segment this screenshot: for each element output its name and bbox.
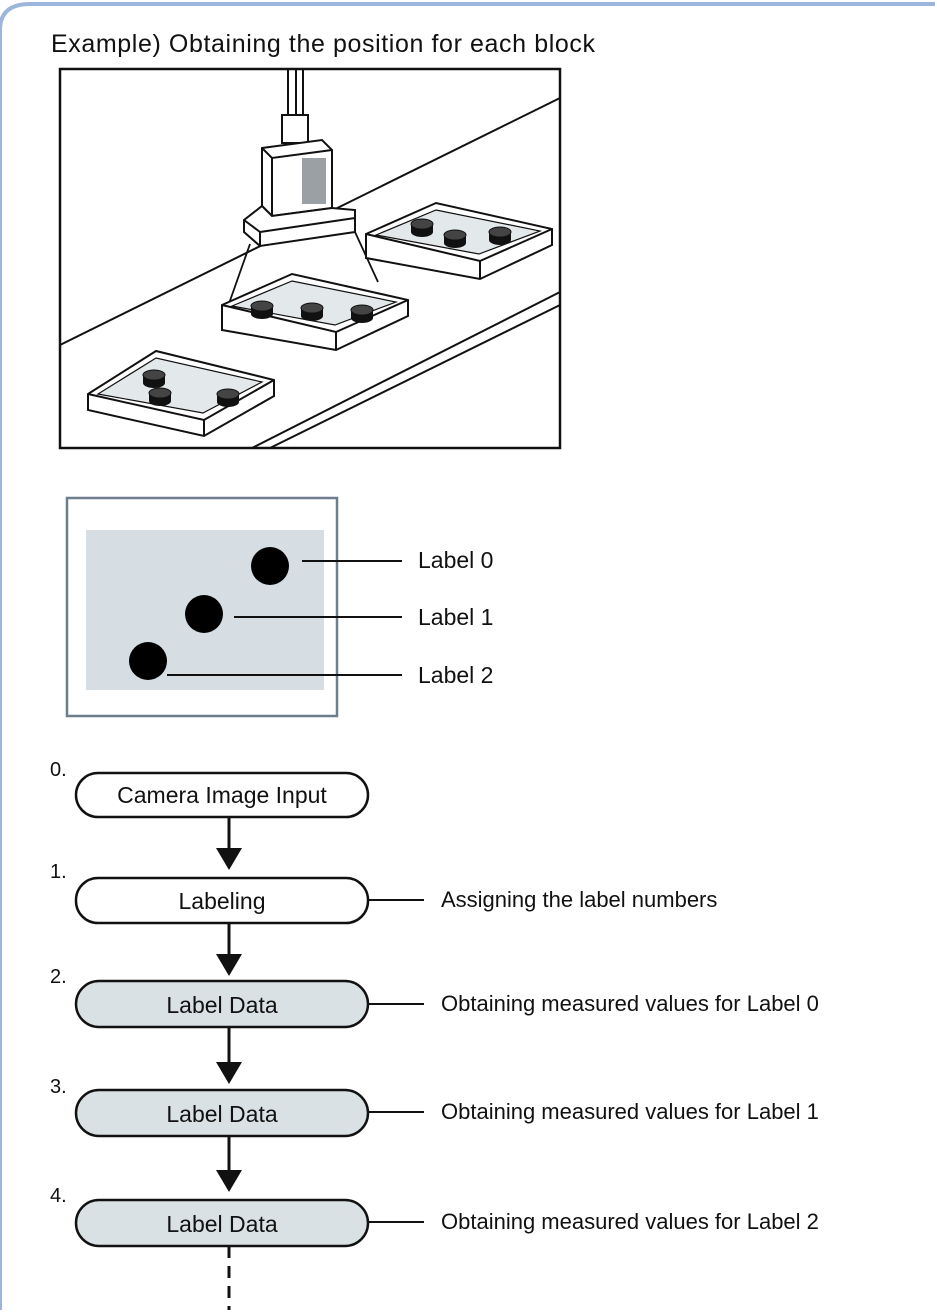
block-icon xyxy=(350,304,374,323)
camera-icon xyxy=(243,114,356,248)
blob-label-0 xyxy=(251,547,289,585)
block-icon xyxy=(250,300,274,319)
flowchart: 0. Camera Image Input 1. Labeling Assign… xyxy=(50,759,819,1310)
step-number: 1. xyxy=(50,861,67,883)
block-icon xyxy=(142,369,166,388)
arrow-head-icon xyxy=(216,954,242,976)
step-box-camera-image-input xyxy=(74,771,370,819)
step-label: Camera Image Input xyxy=(117,782,327,808)
step-label: Label Data xyxy=(166,1101,277,1127)
block-icon xyxy=(443,229,467,248)
blob-label-2 xyxy=(129,642,167,680)
step-number: 2. xyxy=(50,966,67,988)
blob-label-1 xyxy=(185,595,223,633)
arrow-head-icon xyxy=(216,1062,242,1084)
camera-image: Label 0 Label 1 Label 2 xyxy=(65,496,493,718)
block-icon xyxy=(410,218,434,237)
step-number: 3. xyxy=(50,1076,67,1098)
tray-left xyxy=(87,349,275,438)
step-label: Label Data xyxy=(166,992,277,1018)
step-note: Obtaining measured values for Label 2 xyxy=(441,1209,819,1234)
step-number: 0. xyxy=(50,759,67,781)
step-note: Obtaining measured values for Label 1 xyxy=(441,1099,819,1124)
label-2-text: Label 2 xyxy=(418,662,493,688)
arrow-head-icon xyxy=(216,848,242,870)
block-icon xyxy=(300,302,324,321)
label-0-text: Label 0 xyxy=(418,547,493,573)
blocks xyxy=(142,218,512,407)
label-1-text: Label 1 xyxy=(418,604,493,630)
step-note: Assigning the label numbers xyxy=(441,887,717,912)
step-label: Labeling xyxy=(179,888,266,914)
figure-heading: Example) Obtaining the position for each… xyxy=(51,30,596,58)
block-icon xyxy=(488,226,512,245)
block-icon xyxy=(148,387,172,406)
block-icon xyxy=(216,388,240,407)
camera-cable xyxy=(287,69,304,118)
step-number: 4. xyxy=(50,1185,67,1207)
step-note: Obtaining measured values for Label 0 xyxy=(441,991,819,1016)
arrow-head-icon xyxy=(216,1170,242,1192)
step-label: Label Data xyxy=(166,1211,277,1237)
